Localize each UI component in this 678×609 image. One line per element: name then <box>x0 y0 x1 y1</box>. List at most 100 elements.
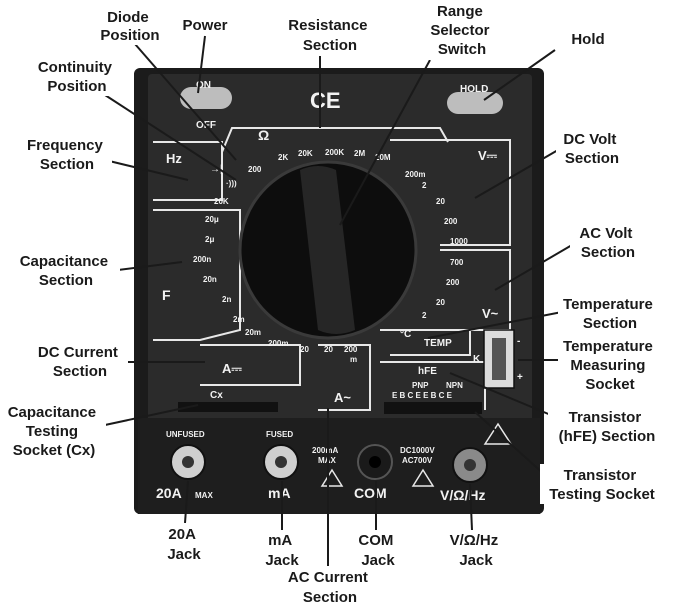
cx-label: Cx <box>210 390 223 401</box>
jack-ma-hole <box>275 456 287 468</box>
ohm-range-20k: 20K <box>298 149 313 158</box>
ohm-range-20m: 20M <box>375 153 391 162</box>
callout-hold: Hold <box>571 31 604 48</box>
leader-hfe <box>449 372 559 419</box>
a-ac-symbol: A~ <box>334 390 351 405</box>
k-label: K <box>473 354 481 365</box>
leader-diode <box>134 43 237 161</box>
jack-ma-label: mA <box>268 485 291 501</box>
leader-transistor-socket <box>474 411 546 476</box>
dc-current-range-200m: 200m <box>268 339 288 348</box>
cap-socket[interactable] <box>178 402 278 412</box>
ohm-symbol: Ω <box>258 127 269 143</box>
jack-com-hole <box>369 456 381 468</box>
hz-symbol: Hz <box>166 151 182 166</box>
ohm-range-200k: 200K <box>325 148 344 157</box>
hz-range-20k: 20K <box>214 197 229 206</box>
dc-volt-range-2: 2 <box>422 181 427 190</box>
ac-volt-range-700: 700 <box>450 258 464 267</box>
power-button[interactable] <box>180 87 232 109</box>
hold-button[interactable] <box>447 92 503 114</box>
callout-power: Power <box>182 17 227 34</box>
cap-range-20n: 20n <box>203 275 217 284</box>
range-labels: 200 2K 20K 200K 2M 20M 20K 20μ 2μ 200n 2… <box>193 148 468 364</box>
dc-volt-range-1000: 1000 <box>450 237 468 246</box>
ohm-range-2m: 2M <box>354 149 365 158</box>
pnp-label: PNP <box>412 381 429 390</box>
v-ac-symbol: V~ <box>482 306 499 321</box>
ac-volt-range-200: 200 <box>446 278 460 287</box>
ac-volt-range-2: 2 <box>422 311 427 320</box>
callout-dc-current: DC Current Section <box>38 344 122 380</box>
callout-v-jack: V/Ω/Hz Jack <box>450 532 503 569</box>
callout-frequency: Frequency Section <box>27 137 107 173</box>
dc-current-range-2m: 2m <box>233 315 245 324</box>
leader-continuity <box>104 94 237 181</box>
ma-limit-1: 200mA <box>312 446 338 455</box>
f-symbol: F <box>162 287 171 303</box>
hold-label: HOLD <box>460 84 488 95</box>
jack-v-hole <box>464 459 476 471</box>
v-limit-1: DC1000V <box>400 446 435 455</box>
dc-volt-outline <box>390 139 511 246</box>
temp-outline <box>380 329 471 356</box>
leader-power <box>197 35 206 94</box>
leader-dc-volt <box>474 149 559 199</box>
continuity-symbol: ·))) <box>226 179 237 188</box>
callout-hfe: Transistor (hFE) Section <box>559 409 656 445</box>
transistor-socket[interactable] <box>384 402 482 414</box>
dc-current-range-20m: 20m <box>245 328 261 337</box>
callout-cap-socket: Capacitance Testing Socket (Cx) <box>8 404 101 459</box>
dc-current-range-20: 20 <box>300 345 309 354</box>
jack-20a-max: MAX <box>195 491 213 500</box>
callout-continuity: Continuity Position <box>38 59 116 95</box>
ac-current-range-200: 200 <box>344 345 358 354</box>
callout-temperature: Temperature Section <box>563 296 657 332</box>
callout-temp-socket: Temperature Measuring Socket <box>563 338 657 393</box>
fused-label: FUSED <box>266 430 293 439</box>
callout-ac-current: AC Current Section <box>288 569 372 606</box>
callout-ac-volt: AC Volt Section <box>579 225 636 261</box>
jack-com-label: COM <box>354 485 387 501</box>
diode-symbol: →| <box>210 164 223 175</box>
dial-pointer[interactable] <box>300 166 355 334</box>
npn-label: NPN <box>446 381 463 390</box>
callout-dc-volt: DC Volt Section <box>563 131 620 167</box>
ac-volt-range-20: 20 <box>436 298 445 307</box>
leader-lines <box>104 35 573 567</box>
minus-label: - <box>517 336 520 347</box>
leader-cap-socket <box>104 404 199 426</box>
dc-volt-range-200m: 200m <box>405 170 425 179</box>
cap-range-2n: 2n <box>222 295 231 304</box>
warning-icon <box>411 468 435 487</box>
temp-label: TEMP <box>424 338 452 349</box>
leader-capacitance <box>117 261 183 271</box>
callout-com-jack: COM Jack <box>358 532 397 569</box>
v-dc-symbol: V⎓ <box>478 148 498 163</box>
leader-20a <box>184 480 189 524</box>
jack-v-label: V/Ω/Hz <box>440 487 485 503</box>
a-dc-symbol: A⎓ <box>222 361 242 376</box>
jack-20a-label: 20A <box>156 485 182 501</box>
ac-current-range-20: 20 <box>324 345 333 354</box>
leader-range <box>339 59 431 226</box>
dc-volt-range-20: 20 <box>436 197 445 206</box>
ohm-outline <box>221 127 449 153</box>
leader-v <box>469 483 473 531</box>
callout-20a-jack: 20A Jack <box>167 526 201 563</box>
ohm-range-200: 200 <box>248 165 262 174</box>
v-limit-2: AC700V <box>402 456 433 465</box>
callout-ma-jack: mA Jack <box>265 532 299 569</box>
cap-range-2u: 2μ <box>205 235 214 244</box>
callout-resistance: Resistance Section <box>288 17 371 54</box>
callout-capacitance: Capacitance Section <box>20 253 113 289</box>
ac-current-range-m: m <box>350 355 357 364</box>
hfe-label: hFE <box>418 366 437 377</box>
cap-range-200n: 200n <box>193 255 211 264</box>
ac-current-outline <box>318 344 371 411</box>
dc-volt-range-200: 200 <box>444 217 458 226</box>
leader-frequency <box>104 159 189 181</box>
callout-diode: Diode Position <box>100 9 159 44</box>
